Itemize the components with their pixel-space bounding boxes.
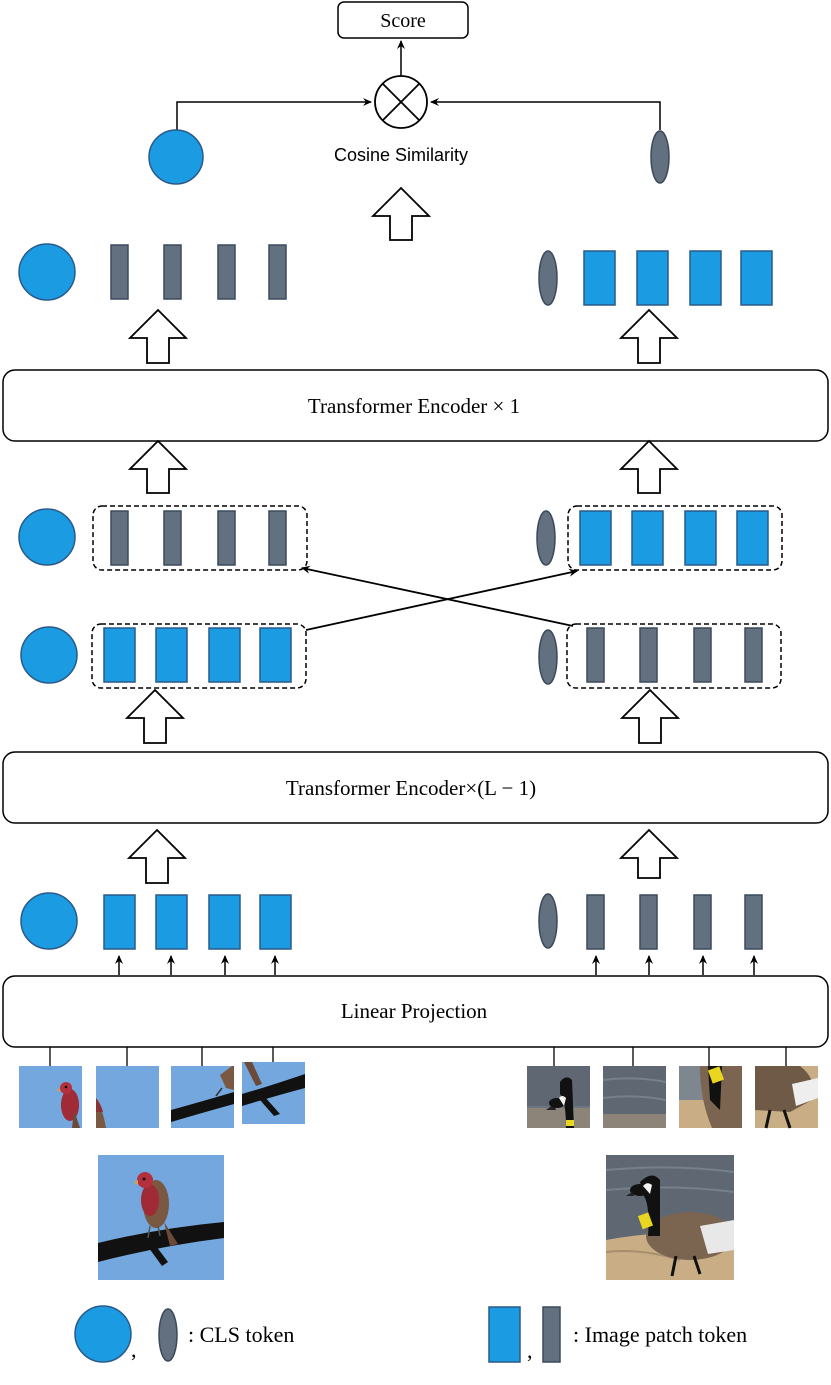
row-final-left xyxy=(18,243,287,301)
hollow-arrow-up xyxy=(124,688,186,744)
legend: , : CLS token , : Image patch token xyxy=(74,1305,747,1363)
goose-patch-2 xyxy=(602,1066,667,1128)
row-exchanged-right xyxy=(536,505,783,571)
finch-patch-1 xyxy=(19,1066,82,1128)
patch-token xyxy=(217,244,236,300)
cls-token xyxy=(20,892,78,950)
patch-token xyxy=(744,627,763,683)
patch-token xyxy=(693,627,712,683)
exchange-arrow-left-to-right xyxy=(305,568,578,631)
patch-token xyxy=(208,894,241,950)
projection-label: Linear Projection xyxy=(341,999,488,1023)
patch-token xyxy=(103,894,136,950)
hollow-arrow-up xyxy=(126,828,188,884)
patch-token xyxy=(268,244,287,300)
exchange-group-box xyxy=(91,623,307,689)
patch-token xyxy=(103,627,136,683)
cls-token xyxy=(538,250,558,306)
goose-patch-4 xyxy=(755,1066,818,1129)
cls-token xyxy=(536,510,556,566)
cosine-similarity-label: Cosine Similarity xyxy=(334,145,468,165)
cls-token xyxy=(538,893,558,949)
row-embeddings-left xyxy=(20,892,292,950)
legend-cls-ellipse xyxy=(158,1308,178,1362)
patch-token xyxy=(586,894,605,950)
patch-token xyxy=(639,627,658,683)
patch-token xyxy=(744,894,763,950)
finch-patch-2 xyxy=(96,1066,159,1128)
row-pre-exchange-right xyxy=(538,623,782,689)
hollow-arrow-up xyxy=(127,439,189,494)
hollow-arrow-up-to-cosine xyxy=(370,186,432,241)
hollow-arrow-up xyxy=(618,828,680,879)
cls-token xyxy=(18,508,76,566)
finch-patch-4 xyxy=(242,1062,305,1124)
hollow-arrow-up xyxy=(619,688,681,744)
patch-token xyxy=(579,510,612,566)
patch-token xyxy=(689,250,722,306)
patch-connectors xyxy=(49,1047,787,1066)
legend-patch-gray xyxy=(542,1306,561,1363)
patch-token xyxy=(586,627,605,683)
cls-token xyxy=(20,626,78,684)
legend-cls-label: : CLS token xyxy=(188,1322,294,1347)
row-exchanged-left xyxy=(18,505,308,571)
patch-token xyxy=(163,510,182,566)
cosine-similarity-operator xyxy=(374,75,428,129)
legend-separator: , xyxy=(131,1337,137,1362)
transformer-encoder-stack: Transformer Encoder×(L − 1) xyxy=(2,751,829,824)
projection-arrows xyxy=(115,955,758,975)
row-embeddings-right xyxy=(538,893,763,950)
encoder-top-label: Transformer Encoder × 1 xyxy=(308,394,520,418)
patch-token xyxy=(693,894,712,950)
patch-token xyxy=(636,250,669,306)
arrow-right-cls-to-cosine xyxy=(430,98,661,130)
patch-token xyxy=(155,627,188,683)
exchange-group-box xyxy=(92,505,308,571)
linear-projection: Linear Projection xyxy=(2,975,829,1048)
patch-token xyxy=(736,510,769,566)
exchange-group-box xyxy=(567,505,783,571)
hollow-arrow-up xyxy=(618,439,680,494)
score-label: Score xyxy=(380,10,426,32)
patch-token xyxy=(639,894,658,950)
patch-token xyxy=(110,510,129,566)
patch-token xyxy=(163,244,182,300)
patch-token xyxy=(110,244,129,300)
exchange-arrow-right-to-left xyxy=(301,565,574,627)
hollow-arrow-up xyxy=(618,308,680,364)
patch-token xyxy=(155,894,188,950)
cls-token-left-final xyxy=(148,129,204,185)
row-final-right xyxy=(538,250,773,306)
patch-token xyxy=(740,250,773,306)
goose-full-image xyxy=(606,1155,734,1280)
exchange-group-box xyxy=(566,623,782,689)
cls-token xyxy=(538,629,558,685)
cls-token-right-final xyxy=(650,130,670,184)
patch-token xyxy=(631,510,664,566)
legend-patch-label: : Image patch token xyxy=(573,1322,747,1347)
hollow-arrow-up xyxy=(127,308,189,364)
patch-token xyxy=(684,510,717,566)
arrow-left-cls-to-cosine xyxy=(176,98,372,130)
transformer-encoder-final: Transformer Encoder × 1 xyxy=(2,369,829,442)
patch-token xyxy=(268,510,287,566)
goose-patch-3 xyxy=(679,1066,742,1128)
finch-full-image xyxy=(98,1155,224,1280)
patch-token xyxy=(259,627,292,683)
encoder-mid-label: Transformer Encoder×(L − 1) xyxy=(286,776,536,800)
legend-separator: , xyxy=(527,1338,533,1363)
patch-token xyxy=(217,510,236,566)
legend-patch-blue xyxy=(488,1306,521,1363)
score-box: Score xyxy=(337,1,469,39)
finch-patch-3 xyxy=(171,1066,234,1128)
row-pre-exchange-left xyxy=(20,623,307,689)
patch-token xyxy=(583,250,616,306)
legend-cls-circle xyxy=(74,1305,132,1363)
cls-token xyxy=(18,243,76,301)
patch-token xyxy=(259,894,292,950)
patch-token xyxy=(208,627,241,683)
goose-patch-1 xyxy=(527,1066,590,1128)
